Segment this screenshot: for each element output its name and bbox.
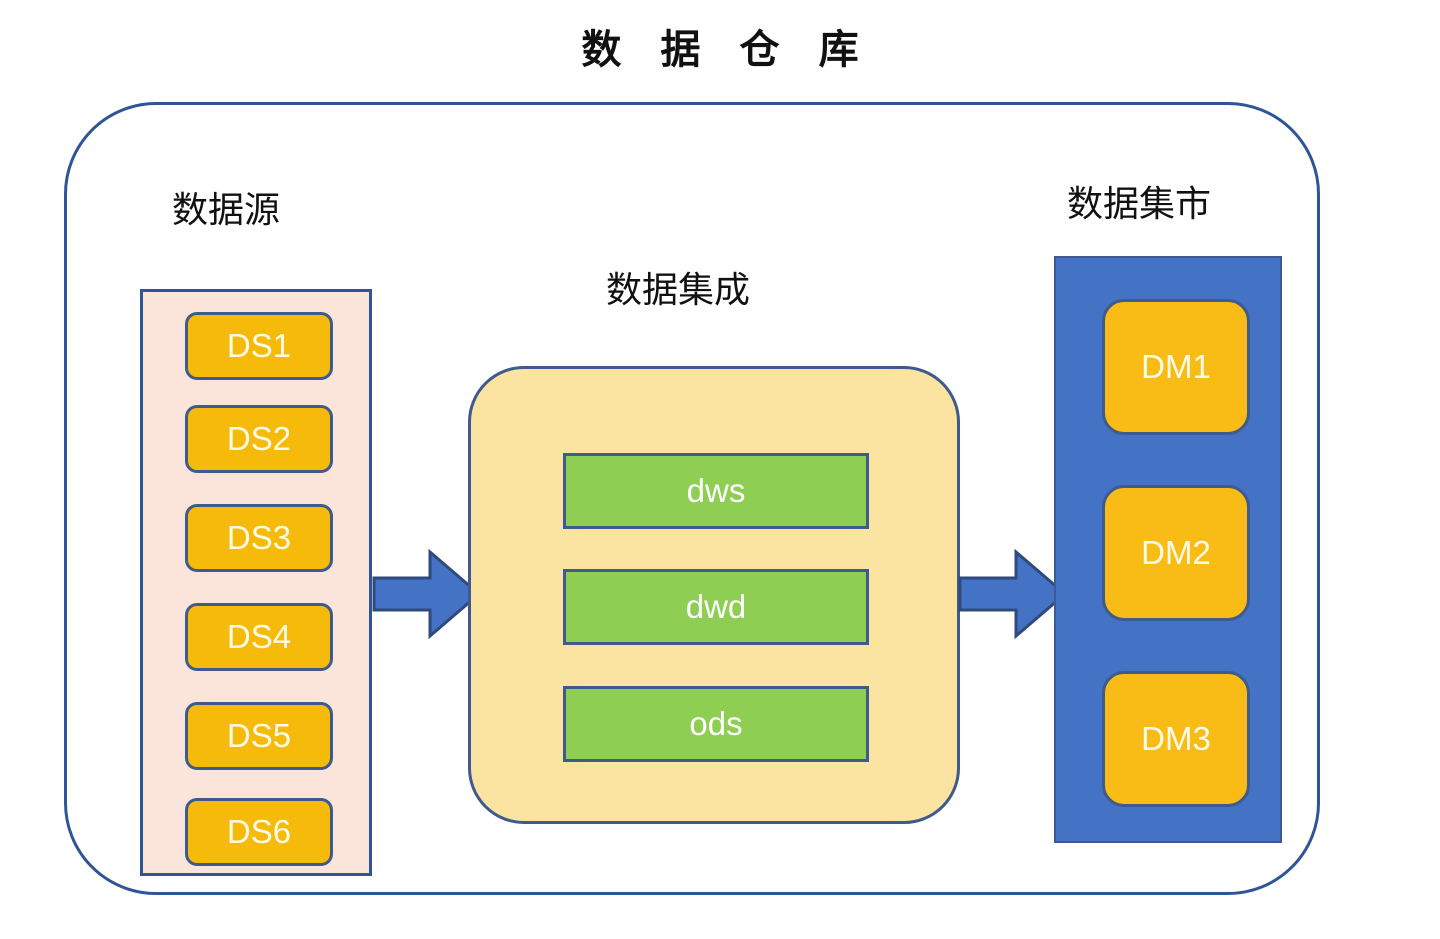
data-mart-item-1[interactable]: DM1 (1102, 299, 1250, 435)
data-source-item-1[interactable]: DS1 (185, 312, 333, 380)
arrow-source-to-integration-icon (372, 548, 482, 640)
data-mart-item-3[interactable]: DM3 (1102, 671, 1250, 807)
data-mart-container: DM1 DM2 DM3 (1054, 256, 1282, 843)
integration-layer-dwd[interactable]: dwd (563, 569, 869, 645)
section-label-data-integration: 数据集成 (606, 269, 751, 310)
section-label-data-mart: 数据集市 (1067, 183, 1212, 224)
integration-layer-ods[interactable]: ods (563, 686, 869, 762)
arrow-integration-to-mart-icon (958, 548, 1068, 640)
data-source-item-6[interactable]: DS6 (185, 798, 333, 866)
data-integration-container: dws dwd ods (468, 366, 960, 824)
data-source-item-3[interactable]: DS3 (185, 504, 333, 572)
data-source-item-2[interactable]: DS2 (185, 405, 333, 473)
data-mart-item-2[interactable]: DM2 (1102, 485, 1250, 621)
data-warehouse-boundary (64, 102, 1320, 895)
data-source-container: DS1 DS2 DS3 DS4 DS5 DS6 (140, 289, 372, 876)
data-source-item-4[interactable]: DS4 (185, 603, 333, 671)
integration-layer-dws[interactable]: dws (563, 453, 869, 529)
data-source-item-5[interactable]: DS5 (185, 702, 333, 770)
section-label-data-source: 数据源 (172, 189, 281, 230)
page-title: 数 据 仓 库 (581, 28, 873, 72)
